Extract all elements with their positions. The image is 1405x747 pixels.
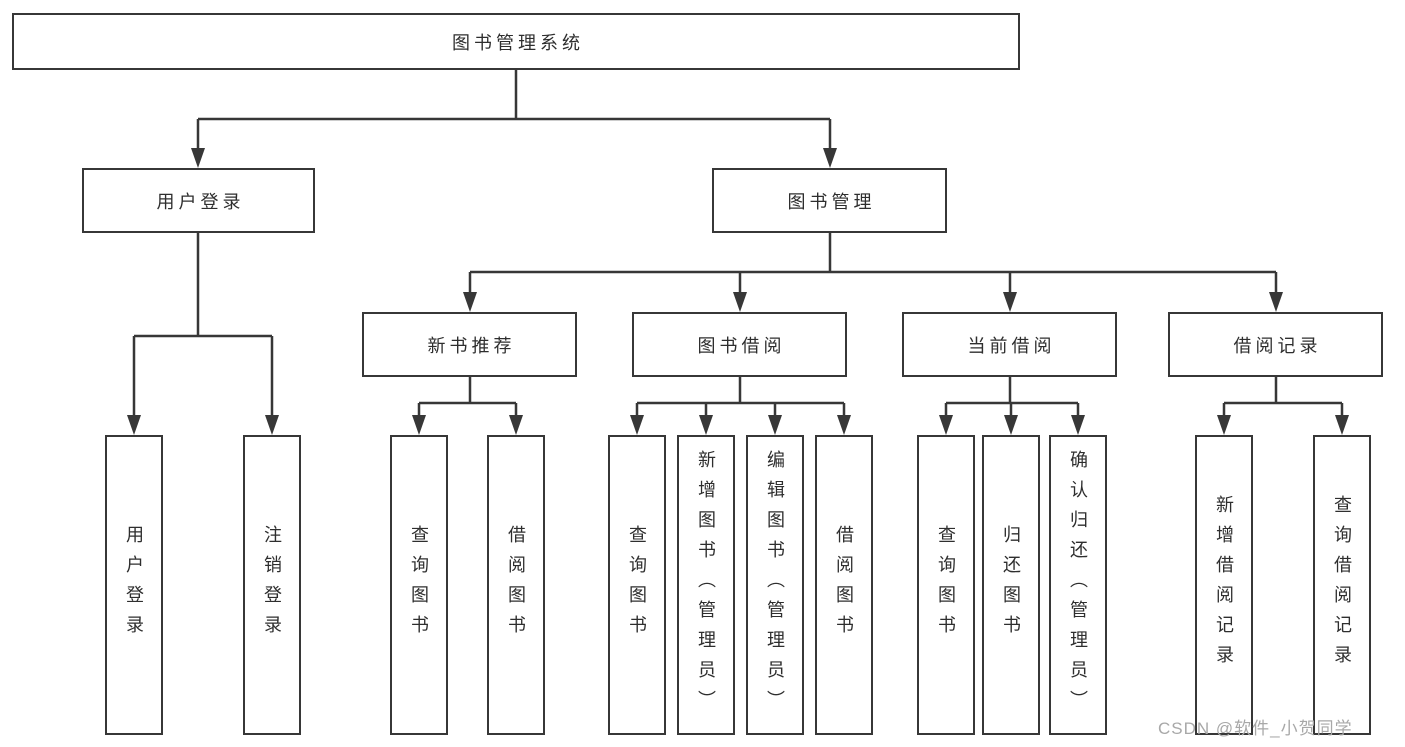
node-leaf-add-books-admin: 新增图书（管理员） [677,435,735,735]
node-leaf-query-books-3: 查询图书 [917,435,975,735]
node-user-login: 用户登录 [82,168,315,233]
node-leaf-logout: 注销登录 [243,435,301,735]
node-leaf-add-borrow-record: 新增借阅记录 [1195,435,1253,735]
node-current-borrow: 当前借阅 [902,312,1117,377]
node-leaf-return-books: 归还图书 [982,435,1040,735]
node-leaf-edit-books-admin: 编辑图书（管理员） [746,435,804,735]
node-new-book-recommend: 新书推荐 [362,312,577,377]
node-leaf-borrow-books-1: 借阅图书 [487,435,545,735]
node-root-system: 图书管理系统 [12,13,1020,70]
node-book-mgmt: 图书管理 [712,168,947,233]
node-leaf-confirm-return-admin: 确认归还（管理员） [1049,435,1107,735]
node-leaf-borrow-books-2: 借阅图书 [815,435,873,735]
node-leaf-user-login: 用户登录 [105,435,163,735]
csdn-watermark: CSDN @软件_小贺同学 [1158,719,1353,738]
arrowheads [127,148,1349,435]
node-book-borrow: 图书借阅 [632,312,847,377]
node-leaf-query-books-1: 查询图书 [390,435,448,735]
node-leaf-query-books-2: 查询图书 [608,435,666,735]
node-borrow-records: 借阅记录 [1168,312,1383,377]
connector-paths [132,70,1344,417]
node-leaf-query-borrow-record: 查询借阅记录 [1313,435,1371,735]
